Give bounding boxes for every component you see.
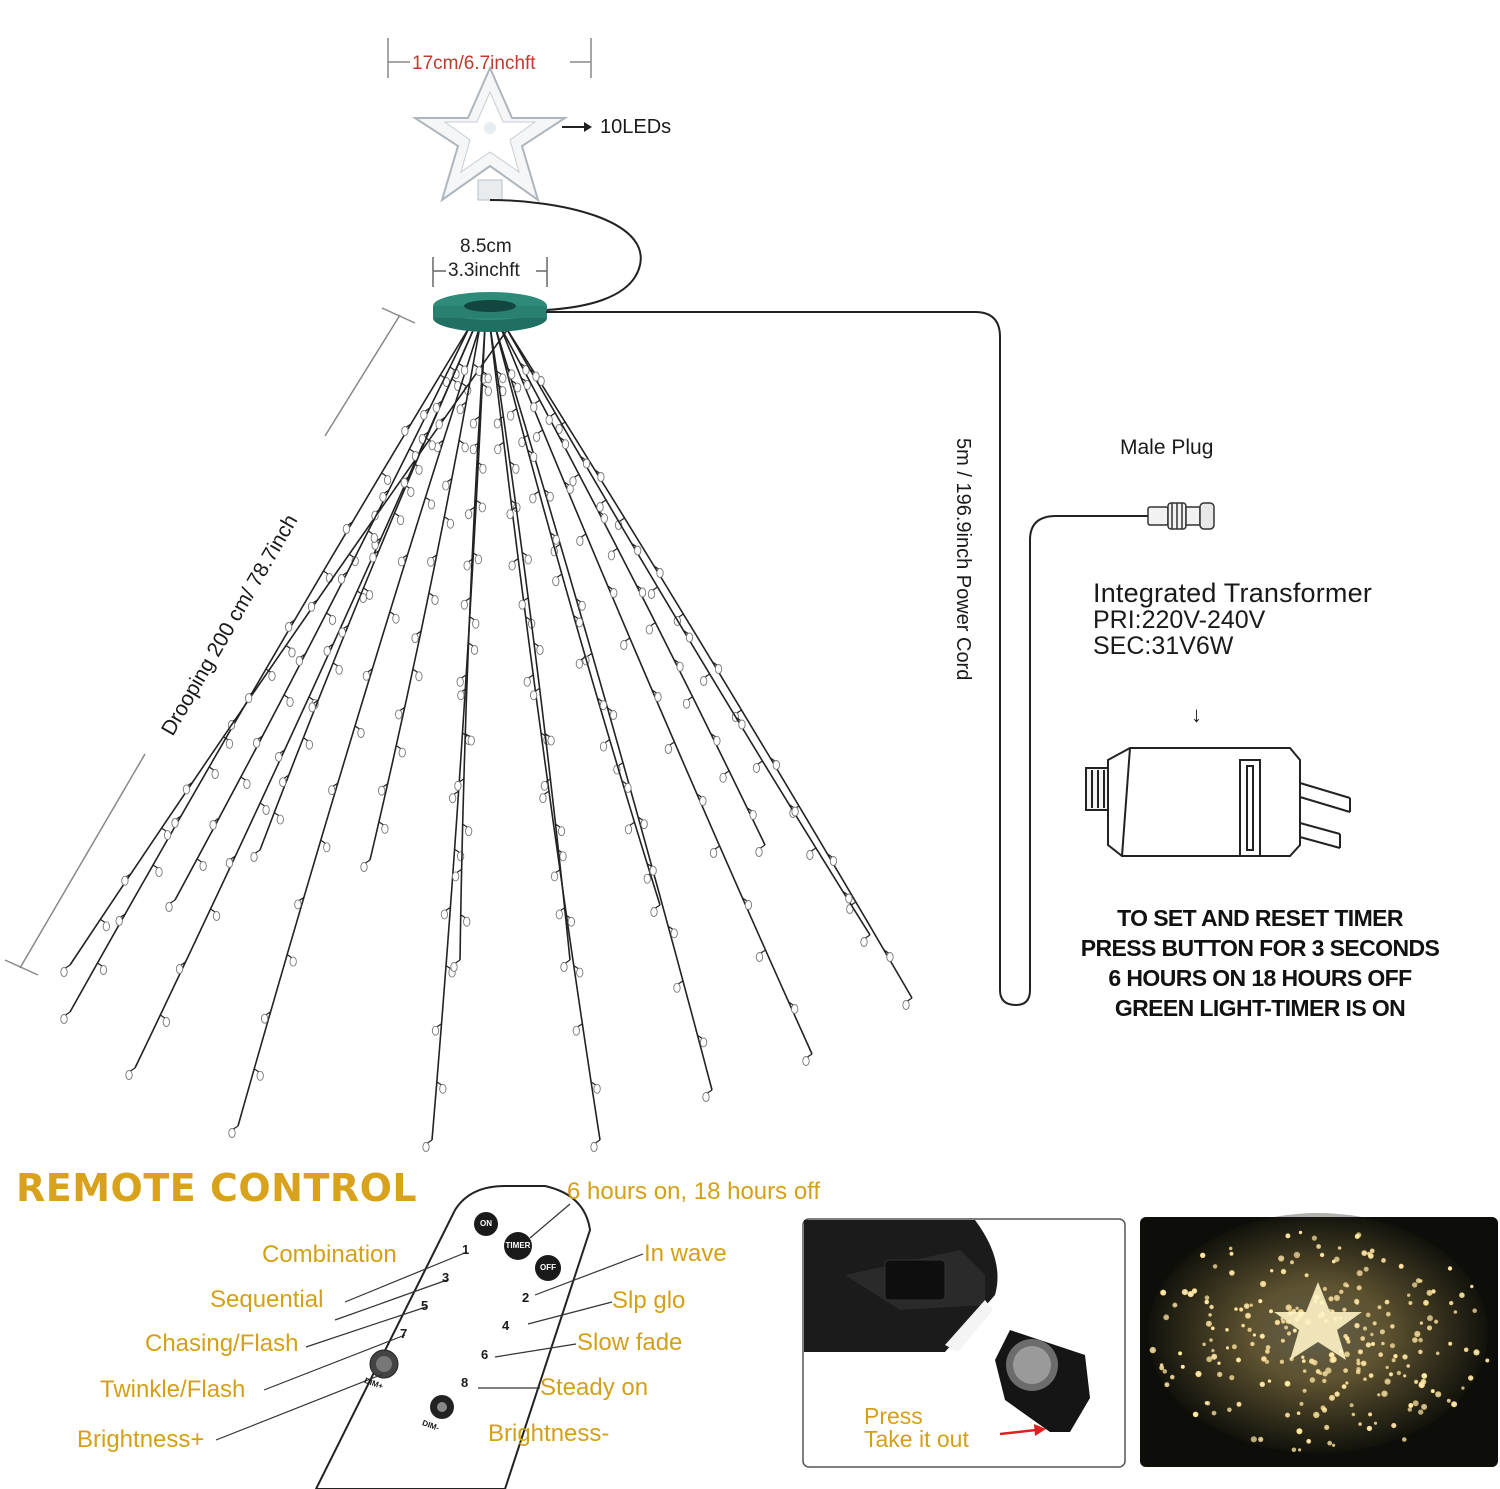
strand: [504, 325, 913, 1010]
remote-timer-button[interactable]: TIMER: [505, 1241, 531, 1250]
battery-panel: [802, 1218, 1126, 1468]
battery-press-label: Press: [864, 1403, 923, 1429]
remote-control: [314, 1185, 592, 1489]
star-topper: [411, 65, 569, 203]
label-brightness-up: Brightness+: [77, 1426, 205, 1453]
transformer-icon: [1085, 747, 1351, 857]
strand: [504, 325, 871, 947]
remote-callout-lines: [215, 1203, 644, 1441]
ring-diameter-dimension: [432, 257, 548, 287]
transformer-title: Integrated Transformer: [1093, 578, 1373, 608]
timer-note-line: TO SET AND RESET TIMER: [1117, 905, 1403, 931]
led-pointer-arrow: [562, 122, 592, 132]
remote-on-button[interactable]: ON: [480, 1219, 492, 1228]
remote-button-1[interactable]: 1: [462, 1242, 470, 1257]
strand: [494, 325, 713, 1102]
timer-instructions: TO SET AND RESET TIMER PRESS BUTTON FOR …: [1080, 903, 1440, 1023]
strand: [494, 325, 661, 917]
timer-note-line: PRESS BUTTON FOR 3 SECONDS: [1080, 935, 1440, 961]
male-plug-label: Male Plug: [1120, 436, 1214, 459]
star-width-dimension: [387, 38, 592, 78]
strand: [250, 325, 476, 862]
label-combination: Combination: [262, 1241, 397, 1268]
timer-note-line: 6 HOURS ON 18 HOURS OFF: [1108, 965, 1412, 991]
transformer-secondary: SEC:31V6W: [1093, 632, 1234, 660]
lit-product-photo: [1140, 1213, 1498, 1467]
label-in-wave: In wave: [644, 1240, 727, 1267]
ring-base: [433, 292, 547, 332]
remote-off-button[interactable]: OFF: [540, 1263, 556, 1272]
label-slp-glo: Slp glo: [612, 1287, 686, 1314]
strand: [489, 325, 575, 972]
strand: [499, 325, 813, 1066]
male-plug-icon: [1147, 502, 1215, 530]
ring-diameter-cm-label: 8.5cm: [460, 236, 512, 257]
strand: [499, 325, 766, 857]
label-timer: 6 hours on, 18 hours off: [567, 1178, 821, 1205]
strand: [360, 325, 483, 872]
star-cable: [489, 199, 642, 311]
strand: [60, 325, 511, 977]
ring-diameter-inch-label: 3.3inchft: [448, 260, 520, 281]
label-twinkle-flash: Twinkle/Flash: [100, 1376, 246, 1403]
battery-take-out-label: Take it out: [864, 1426, 969, 1452]
transformer-primary: PRI:220V-240V: [1093, 606, 1266, 634]
label-steady-on: Steady on: [540, 1374, 649, 1401]
power-cord: [546, 311, 1150, 1007]
remote-button-6[interactable]: 6: [481, 1347, 489, 1362]
remote-button-5[interactable]: 5: [421, 1298, 429, 1313]
remote-button-4[interactable]: 4: [502, 1318, 510, 1333]
power-cord-length-label: 5m / 196.9inch Power Cord: [952, 438, 974, 681]
remote-button-7[interactable]: 7: [400, 1326, 408, 1341]
remote-control-title: REMOTE CONTROL: [16, 1166, 418, 1210]
star-led-count-label: 10LEDs: [600, 116, 672, 138]
light-strands: [60, 325, 913, 1152]
timer-note-line: GREEN LIGHT-TIMER IS ON: [1114, 995, 1406, 1021]
remote-button-3[interactable]: 3: [442, 1270, 450, 1285]
label-slow-fade: Slow fade: [577, 1329, 683, 1356]
remote-button-2[interactable]: 2: [522, 1290, 530, 1305]
down-arrow-icon: ↓: [1191, 702, 1202, 727]
remote-button-8[interactable]: 8: [461, 1375, 469, 1390]
star-width-label: 17cm/6.7inchft: [412, 53, 536, 74]
strand: [228, 325, 481, 1138]
drop-dimension-line: [4, 307, 416, 976]
strand: [450, 325, 492, 972]
label-sequential: Sequential: [210, 1286, 324, 1313]
label-brightness-down: Brightness-: [488, 1420, 610, 1447]
label-chasing-flash: Chasing/Flash: [145, 1330, 299, 1357]
